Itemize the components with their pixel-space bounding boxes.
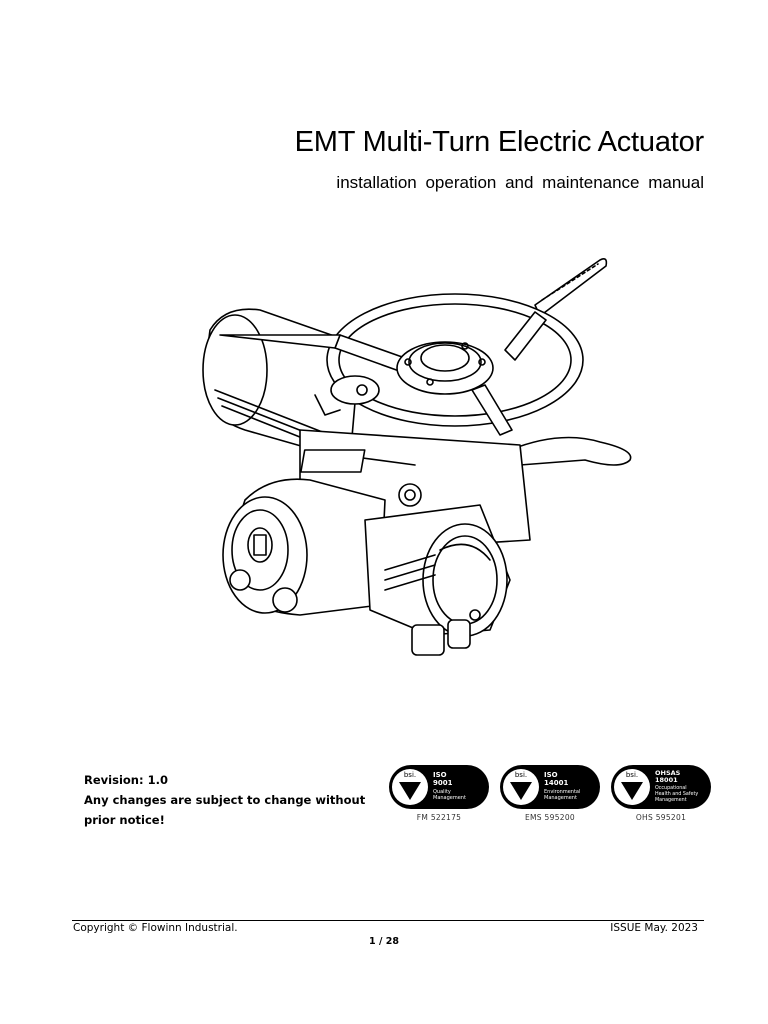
svg-text:bsi.: bsi. [626, 771, 638, 779]
svg-text:Occupational: Occupational [655, 785, 687, 791]
certification-badges: bsi. ISO 9001 Quality Management FM 5221… [388, 764, 718, 834]
svg-text:14001: 14001 [544, 779, 568, 787]
page-title: EMT Multi-Turn Electric Actuator [294, 126, 705, 158]
svg-text:ISO: ISO [433, 771, 447, 779]
svg-text:Management: Management [433, 795, 466, 801]
page-subtitle: installation operation and maintenance m… [336, 173, 704, 192]
svg-text:ISO: ISO [544, 771, 558, 779]
notice-line-1: Any changes are subject to change withou… [84, 793, 366, 807]
svg-text:Management: Management [544, 795, 577, 801]
revision-notice: Revision: 1.0 Any changes are subject to… [84, 770, 365, 830]
cert-iso-14001: bsi. ISO 14001 Environmental Management … [499, 764, 601, 822]
footer-issue-date: ISSUE May. 2023 [610, 922, 698, 934]
svg-text:bsi.: bsi. [404, 771, 416, 779]
svg-text:Environmental: Environmental [544, 789, 580, 795]
footer-copyright: Copyright © Flowinn Industrial. [73, 922, 238, 934]
revision-number: Revision: 1.0 [84, 773, 168, 787]
cert-code: OHS 595201 [635, 813, 687, 822]
svg-text:Health and Safety: Health and Safety [655, 791, 698, 797]
svg-text:Management: Management [655, 797, 687, 803]
svg-text:bsi.: bsi. [515, 771, 527, 779]
bsi-badge-icon: bsi. ISO 9001 Quality Management [389, 765, 489, 809]
svg-text:OHSAS: OHSAS [655, 769, 681, 777]
page-number: 1 / 28 [369, 936, 399, 947]
svg-text:Quality: Quality [433, 789, 451, 795]
bsi-badge-icon: bsi. OHSAS 18001 Occupational Health and… [611, 765, 711, 809]
cert-code: EMS 595200 [525, 813, 575, 822]
svg-text:9001: 9001 [433, 779, 453, 787]
cert-code: FM 522175 [416, 813, 462, 822]
notice-line-2: prior notice! [84, 813, 165, 827]
cert-iso-9001: bsi. ISO 9001 Quality Management FM 5221… [388, 764, 490, 822]
actuator-illustration [202, 258, 632, 656]
svg-text:18001: 18001 [655, 776, 678, 784]
bsi-badge-icon: bsi. ISO 14001 Environmental Management [500, 765, 600, 809]
footer-divider [72, 920, 704, 921]
cert-ohsas-18001: bsi. OHSAS 18001 Occupational Health and… [610, 764, 712, 822]
